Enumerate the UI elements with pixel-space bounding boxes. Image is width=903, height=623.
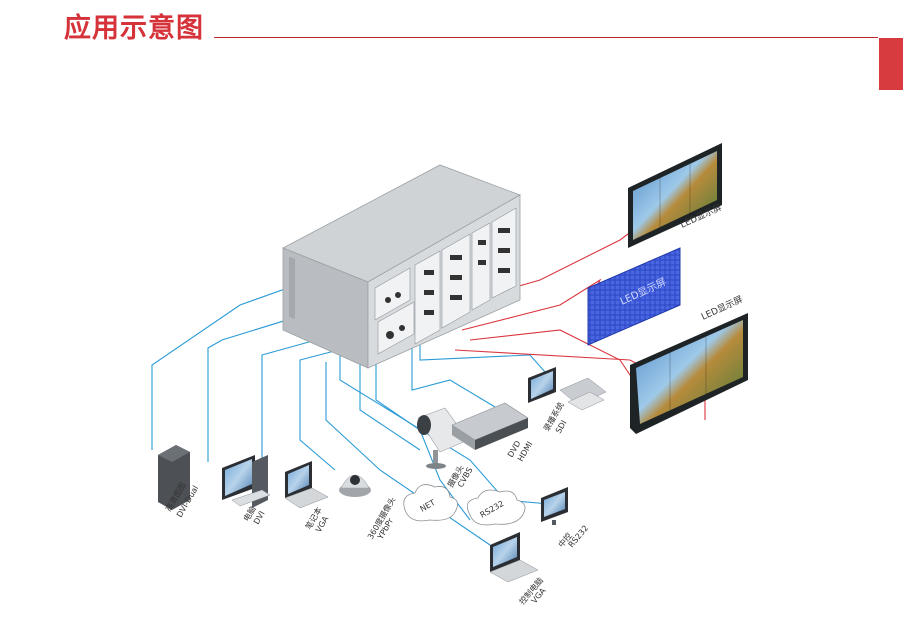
led-screen-top: LED显示屏 xyxy=(628,143,724,248)
control-pc-device: 控制电脑 VGA xyxy=(489,532,548,606)
recording-system-device: 录播系统 SDI xyxy=(528,367,607,435)
title-divider xyxy=(214,37,878,38)
net-cloud: NET xyxy=(403,484,458,522)
laptop-device: 笔记本 VGA xyxy=(284,461,331,534)
hd-graphics-workstation: 高清图图 DVI-Dual xyxy=(158,445,200,519)
video-processor-chassis xyxy=(282,164,521,369)
cable-dvd xyxy=(411,320,501,411)
page-title: 应用示意图 xyxy=(64,13,204,44)
corner-tab xyxy=(879,38,903,90)
computer-device: 电脑 DVI xyxy=(222,455,271,526)
dvd-player-device: DVD HDMI xyxy=(451,402,534,463)
led-screen-middle: LED显示屏 xyxy=(587,247,681,346)
central-control-device: 中控 RS232 xyxy=(541,487,590,549)
rs232-cloud: RS232 xyxy=(466,489,526,526)
dome-camera-device: 360度摄像头 YPbPr xyxy=(339,474,397,542)
